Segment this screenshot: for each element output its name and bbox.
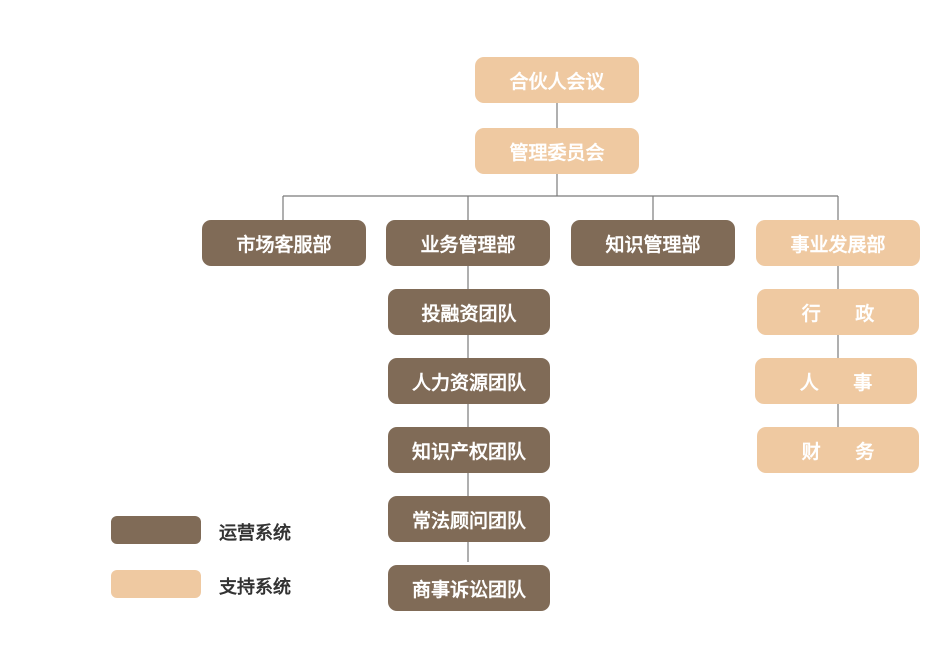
business-management-dept-node: 业务管理部 [386,220,550,266]
unit-finance-node: 财 务 [757,427,919,473]
legend-operations-swatch [111,516,201,544]
management-committee-node: 管理委员会 [475,128,639,174]
team-commercial-litigation-node: 商事诉讼团队 [388,565,550,611]
partners-meeting-node: 合伙人会议 [475,57,639,103]
legend-operations-label: 运营系统 [219,523,291,544]
business-development-dept-node: 事业发展部 [756,220,920,266]
legend-support-swatch [111,570,201,598]
team-intellectual-property-node: 知识产权团队 [388,427,550,473]
knowledge-management-dept-node: 知识管理部 [571,220,735,266]
team-human-resources-node: 人力资源团队 [388,358,550,404]
unit-administration-node: 行 政 [757,289,919,335]
market-service-dept-node: 市场客服部 [202,220,366,266]
legend-support-label: 支持系统 [219,577,291,598]
team-investment-financing-node: 投融资团队 [388,289,550,335]
team-legal-counsel-node: 常法顾问团队 [388,496,550,542]
unit-personnel-node: 人 事 [755,358,917,404]
